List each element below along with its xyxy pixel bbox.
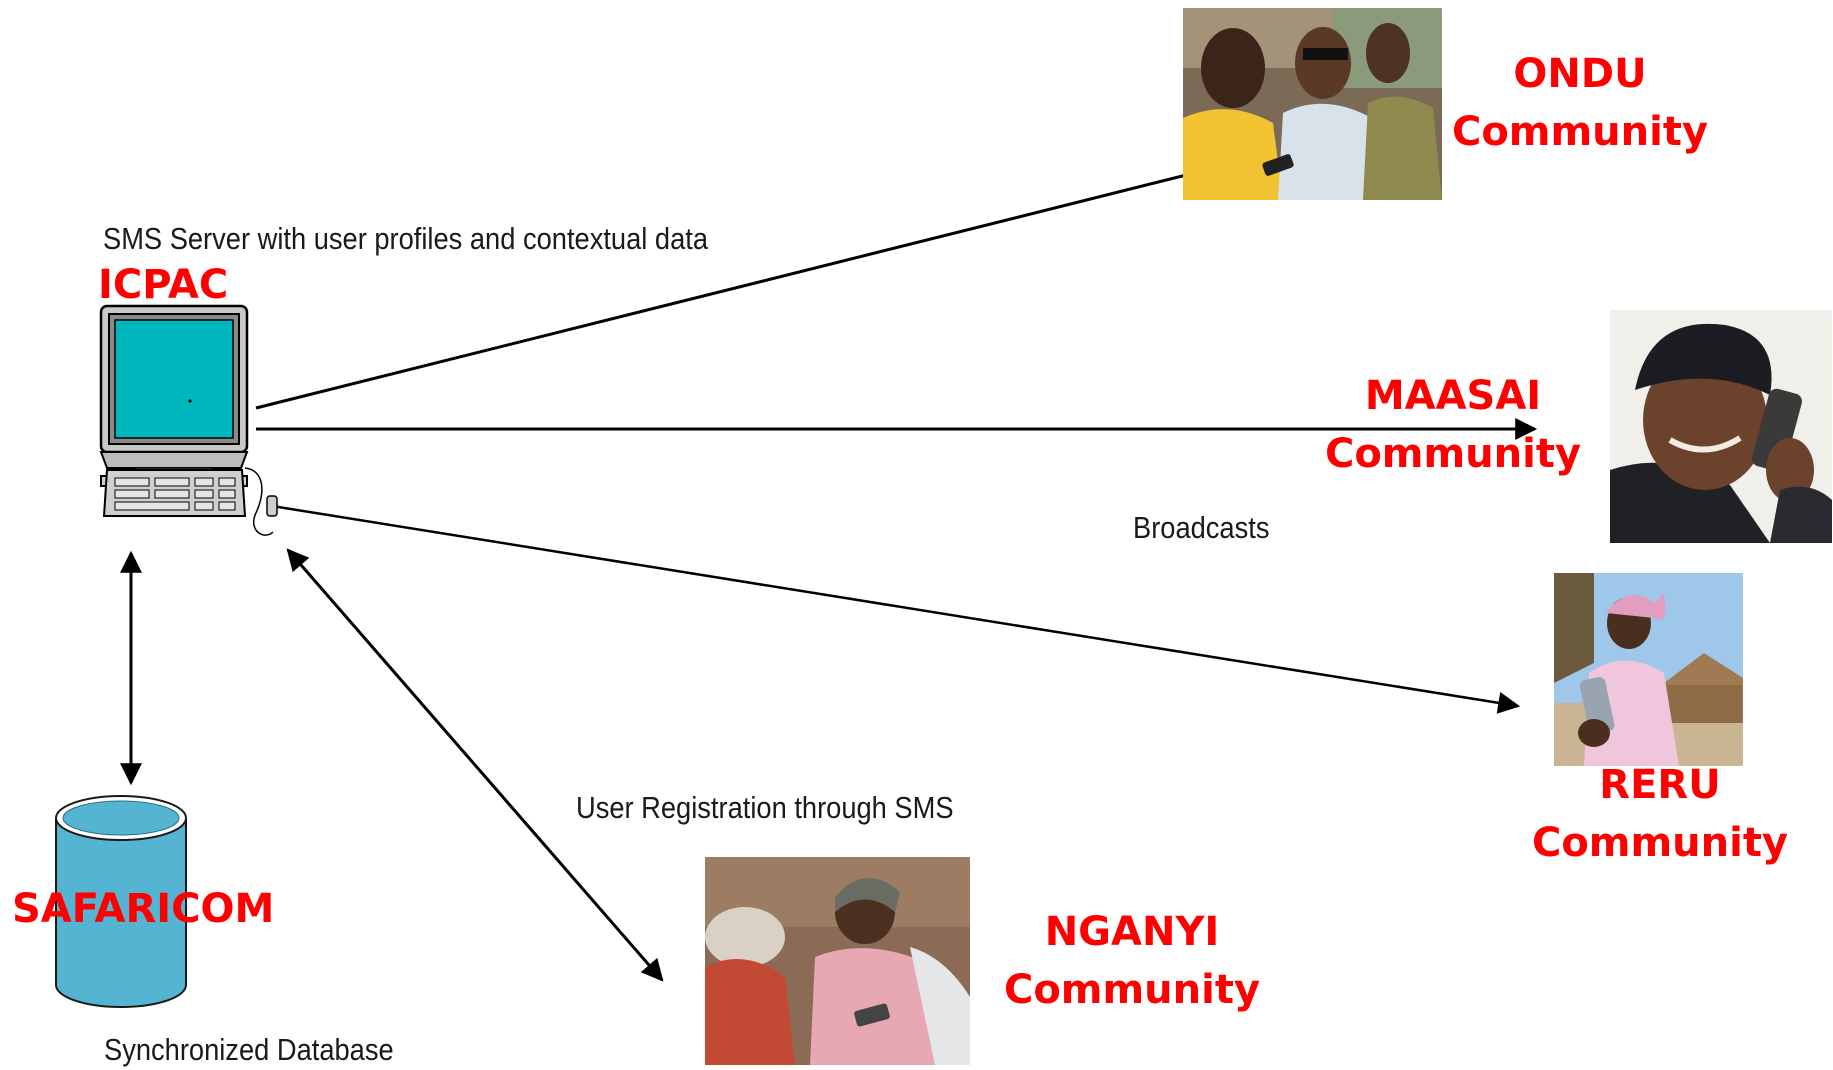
reru-name: RERU bbox=[1599, 762, 1721, 808]
reru-community-label: RERU Community bbox=[1520, 756, 1800, 872]
nganyi-community-word: Community bbox=[1003, 967, 1261, 1013]
database-name: SAFARICOM bbox=[12, 886, 275, 932]
nganyi-name: NGANYI bbox=[1044, 909, 1220, 955]
server-caption: SMS Server with user profiles and contex… bbox=[103, 221, 709, 256]
database-caption: Synchronized Database bbox=[104, 1032, 394, 1067]
nganyi-photo bbox=[705, 857, 970, 1065]
nganyi-community-label: NGANYI Community bbox=[992, 903, 1272, 1019]
database-icon bbox=[55, 795, 187, 1008]
maasai-name: MAASAI bbox=[1364, 373, 1542, 419]
server-name: ICPAC bbox=[98, 262, 229, 308]
reru-photo bbox=[1554, 573, 1743, 766]
reru-community-word: Community bbox=[1531, 820, 1789, 866]
maasai-community-word: Community bbox=[1324, 431, 1582, 477]
ondu-community-word: Community bbox=[1451, 109, 1709, 155]
ondu-photo bbox=[1183, 8, 1442, 200]
computer-icon bbox=[99, 304, 278, 536]
arrow-to-ondu bbox=[255, 126, 1361, 410]
arrow-server-nganyi bbox=[286, 548, 664, 982]
maasai-community-label: MAASAI Community bbox=[1313, 367, 1593, 483]
maasai-photo bbox=[1610, 310, 1832, 543]
registration-label: User Registration through SMS bbox=[576, 790, 954, 825]
ondu-community-label: ONDU Community bbox=[1440, 45, 1720, 161]
ondu-name: ONDU bbox=[1513, 51, 1647, 97]
broadcasts-label: Broadcasts bbox=[1133, 510, 1270, 545]
arrow-to-reru bbox=[271, 504, 1521, 714]
